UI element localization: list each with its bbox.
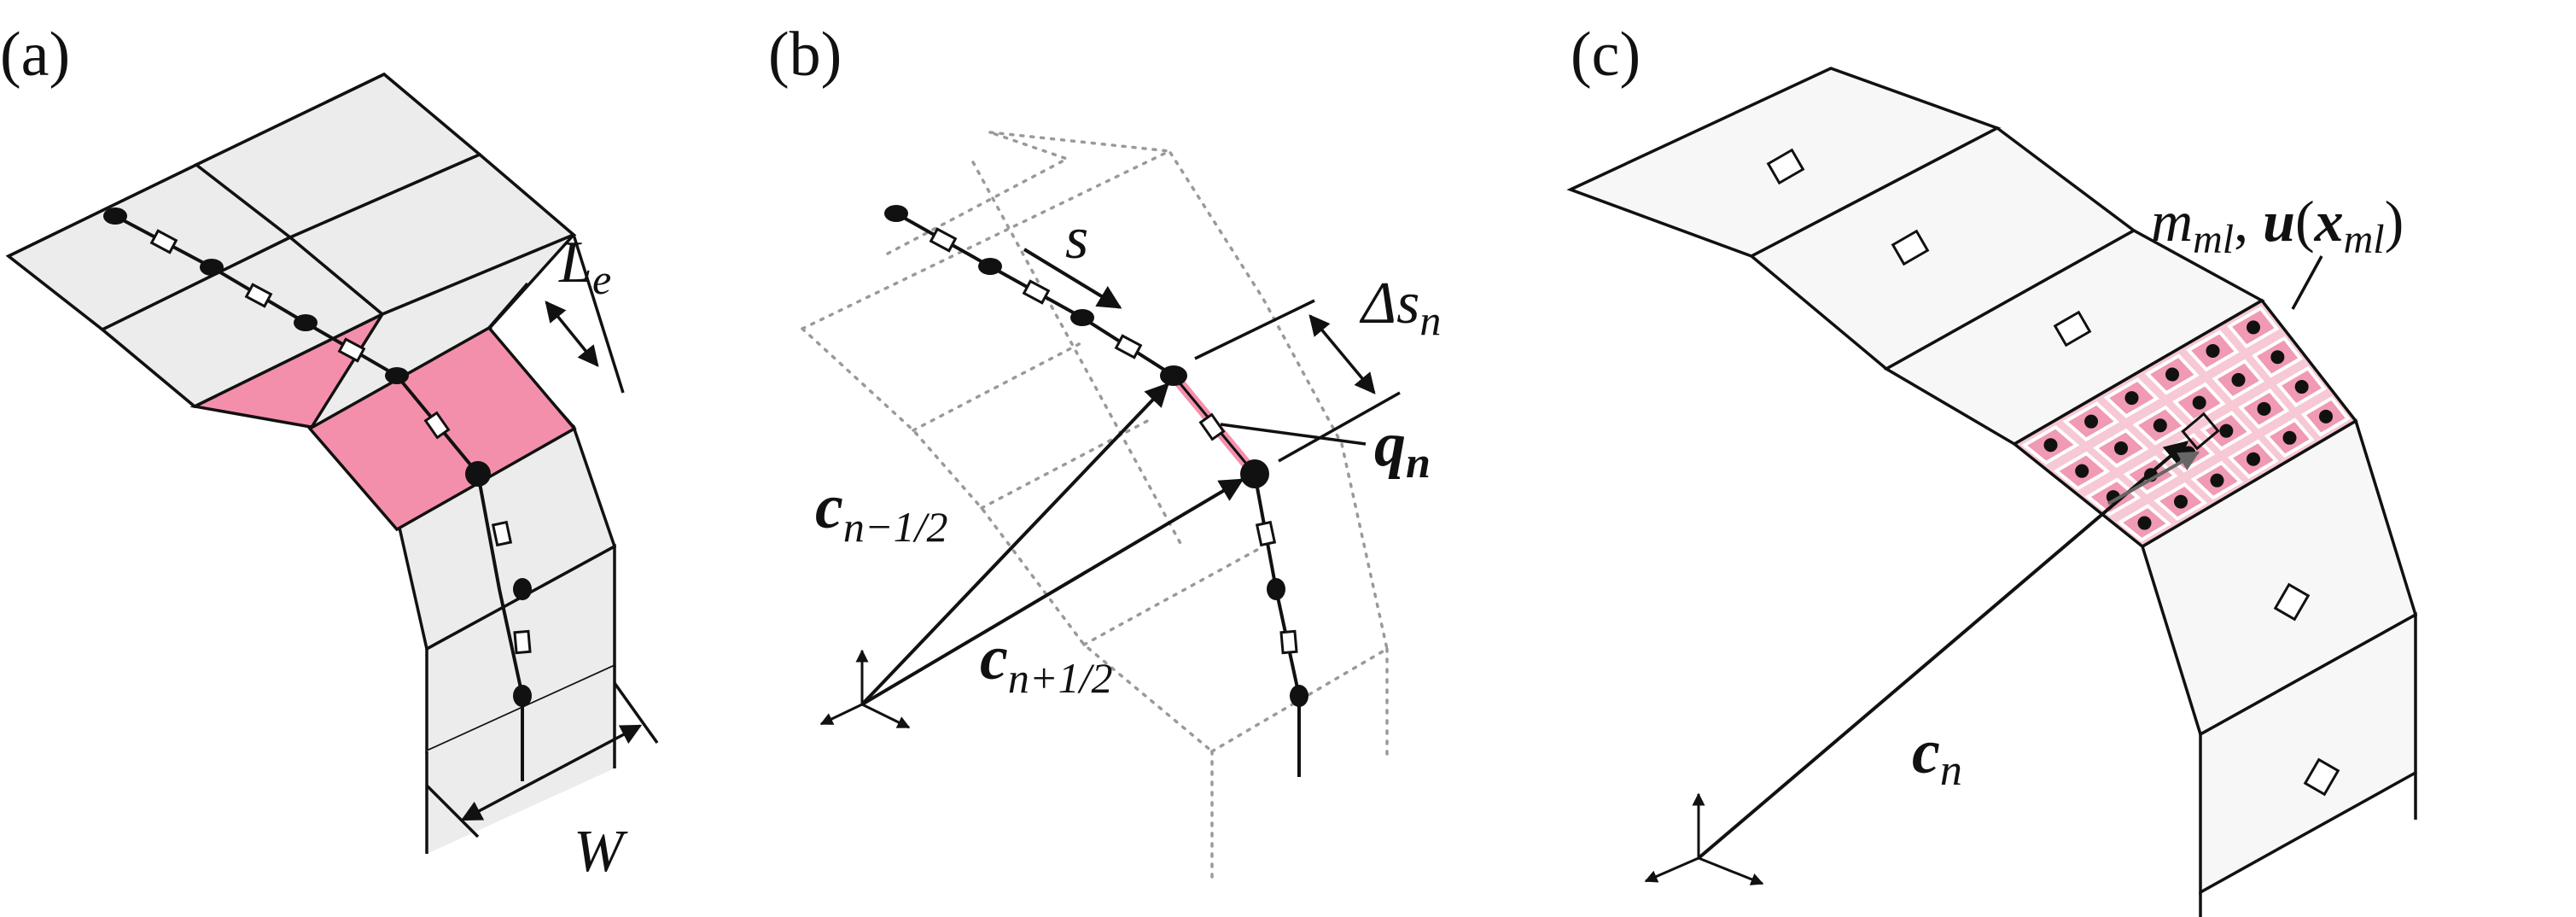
arc-length-label-b: s [1065, 206, 1088, 272]
c-plus-label-b: cn+1/2 [980, 623, 1113, 702]
material-point [2319, 409, 2333, 423]
material-point [2124, 391, 2139, 406]
axis-triad-c [1644, 792, 1764, 885]
material-point [2270, 350, 2285, 365]
material-point [2247, 320, 2260, 335]
width-dimension-a [425, 681, 659, 838]
material-point [2137, 516, 2152, 530]
panel-c: (c) cn [1566, 20, 2418, 917]
c-plus-vector-b [860, 478, 1244, 706]
material-point [2192, 395, 2206, 410]
q-label-b: qn [1374, 410, 1431, 488]
c-label-c: cn [1912, 717, 1962, 795]
panel-b: (b) [768, 20, 1441, 881]
material-point [2231, 372, 2246, 387]
material-point [2043, 438, 2058, 453]
material-point [2075, 464, 2089, 478]
material-point [2247, 452, 2260, 466]
material-point [2206, 343, 2220, 358]
material-point [2210, 473, 2224, 488]
q-leader-b [1220, 423, 1367, 446]
material-point [2165, 367, 2179, 382]
material-point [2153, 418, 2167, 433]
quadrature-points-b [929, 227, 1298, 655]
material-point [2219, 423, 2234, 438]
arc-length-arrow-b [1023, 248, 1122, 309]
material-point [2282, 430, 2297, 445]
local-vector-c [2107, 451, 2200, 505]
length-dimension-a [487, 234, 625, 394]
material-point [2257, 401, 2271, 416]
axis-triad-b [819, 649, 911, 729]
material-point [2294, 380, 2309, 394]
width-label-a: W [574, 819, 628, 885]
delta-s-label-b: Δsn [1359, 271, 1441, 344]
c-vector-c [1697, 441, 2189, 860]
nodes-a [103, 207, 532, 707]
material-points-c [2021, 306, 2351, 542]
c-minus-vector-b [860, 382, 1169, 706]
dotted-ribbon-b [801, 131, 1389, 881]
delta-s-dimension-b [1194, 299, 1401, 463]
material-point-leader-c [2291, 255, 2323, 310]
nodes-b [884, 205, 1308, 707]
material-point [2114, 441, 2128, 455]
panel-c-label: (c) [1571, 20, 1641, 90]
c-minus-label-b: cn−1/2 [815, 472, 948, 551]
material-point-label-c: mml, u(xml) [2151, 189, 2404, 262]
length-label-a: Le [558, 230, 611, 303]
quadrature-points-c [1766, 148, 2340, 797]
panel-a: (a) [0, 20, 659, 885]
panel-b-label: (b) [768, 20, 842, 90]
panel-a-label: (a) [0, 20, 70, 90]
material-point [2084, 414, 2098, 429]
quadrature-points-a [149, 229, 532, 655]
material-point [2174, 494, 2188, 509]
